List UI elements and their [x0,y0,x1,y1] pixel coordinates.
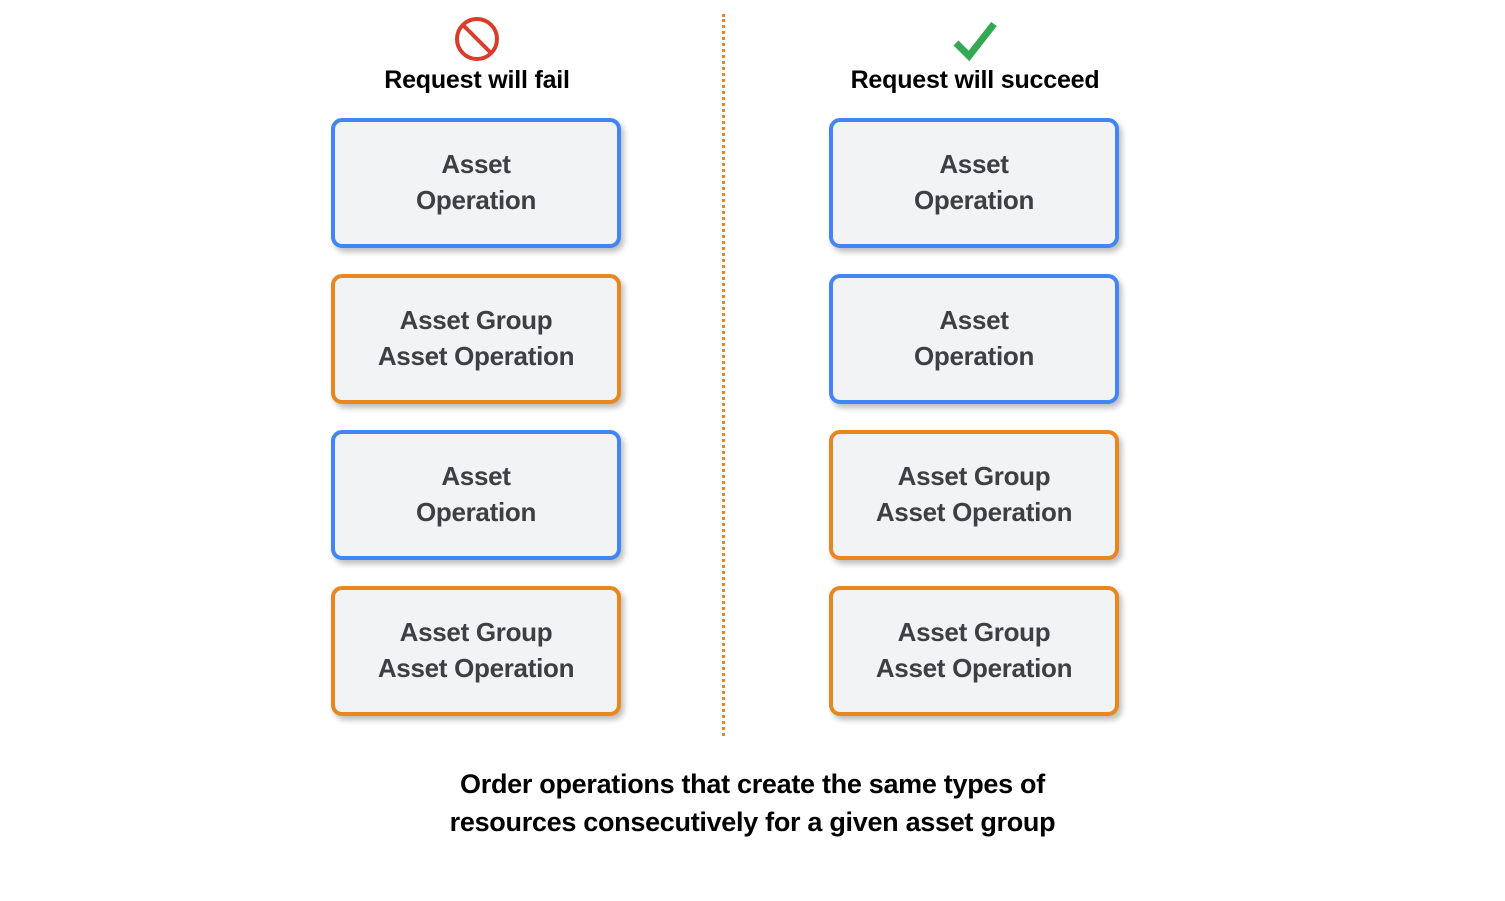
card-line: Asset Operation [377,653,575,683]
card-line: Asset Operation [875,497,1073,527]
card-line: Asset Group [897,617,1051,648]
card-line: Asset Group [897,461,1051,492]
column-divider [722,14,725,736]
card-line: Operation [415,185,537,215]
column-fail: Request will fail Asset Operation Asset … [331,14,623,716]
operation-card[interactable]: Asset Group Asset Operation [331,274,621,404]
operation-card[interactable]: Asset Operation [331,118,621,248]
card-line: Asset Group [399,617,553,648]
card-line: Asset [441,461,511,492]
operation-card[interactable]: Asset Operation [829,274,1119,404]
diagram-caption: Order operations that create the same ty… [0,765,1505,842]
card-stack-succeed: Asset Operation Asset Operation Asset Gr… [829,118,1121,716]
column-header-label-succeed: Request will succeed [850,66,1100,94]
column-succeed: Request will succeed Asset Operation Ass… [829,14,1121,716]
operation-card[interactable]: Asset Operation [331,430,621,560]
card-line: Asset Operation [875,653,1073,683]
card-line: Operation [913,185,1035,215]
prohibition-icon [452,14,502,64]
card-line: Asset Operation [377,341,575,371]
operation-card[interactable]: Asset Operation [829,118,1119,248]
operation-card[interactable]: Asset Group Asset Operation [829,586,1119,716]
card-line: Asset [939,149,1009,180]
card-line: Asset [939,305,1009,336]
column-header-fail: Request will fail [331,14,623,110]
column-header-label-fail: Request will fail [384,66,570,94]
card-line: Operation [913,341,1035,371]
operation-card[interactable]: Asset Group Asset Operation [331,586,621,716]
card-line: Asset Group [399,305,553,336]
card-line: Operation [415,497,537,527]
column-header-succeed: Request will succeed [829,14,1121,110]
caption-line: Order operations that create the same ty… [460,769,1045,799]
operation-card[interactable]: Asset Group Asset Operation [829,430,1119,560]
checkmark-icon [947,14,1003,64]
card-stack-fail: Asset Operation Asset Group Asset Operat… [331,118,623,716]
card-line: Asset [441,149,511,180]
caption-line: resources consecutively for a given asse… [449,807,1056,838]
